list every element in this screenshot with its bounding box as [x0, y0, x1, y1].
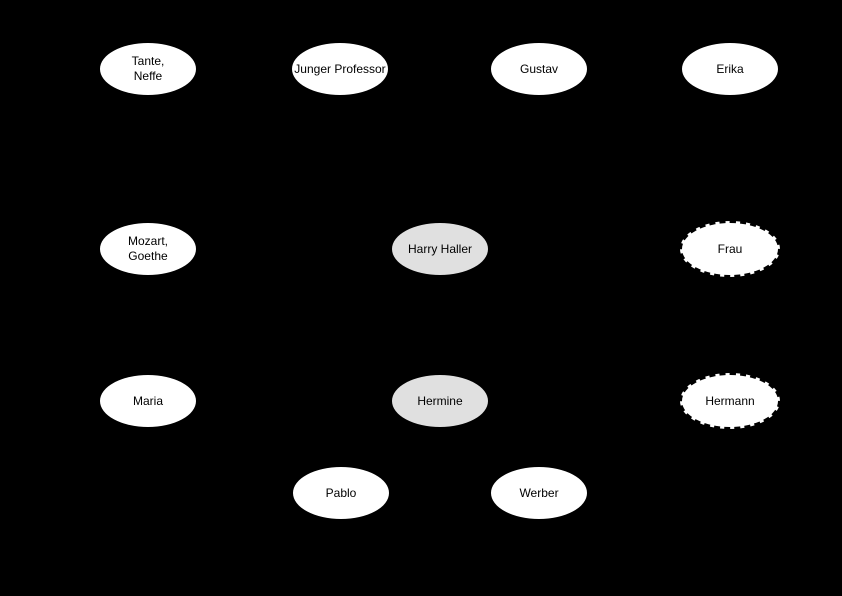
- node-label: Gustav: [519, 61, 558, 76]
- node-label: Hermine: [417, 393, 463, 408]
- node-gustav: Gustav: [489, 41, 589, 97]
- node-label: Werber: [519, 485, 559, 500]
- node-hermine: Hermine: [390, 373, 490, 429]
- node-hermann: Hermann: [680, 373, 780, 429]
- node-junger-professor: Junger Professor: [290, 41, 390, 97]
- node-mozart-goethe: Mozart, Goethe: [98, 221, 198, 277]
- node-tante-neffe: Tante, Neffe: [98, 41, 198, 97]
- node-label: Mozart, Goethe: [127, 234, 168, 263]
- node-label: Tante, Neffe: [131, 54, 165, 83]
- node-label: Harry Haller: [407, 241, 472, 256]
- node-label: Erika: [716, 61, 744, 76]
- node-harry-haller: Harry Haller: [390, 221, 490, 277]
- node-erika: Erika: [680, 41, 780, 97]
- node-pablo: Pablo: [291, 465, 391, 521]
- node-frau: Frau: [680, 221, 780, 277]
- node-werber: Werber: [489, 465, 589, 521]
- node-label: Maria: [132, 393, 163, 408]
- node-label: Junger Professor: [294, 61, 386, 76]
- node-label: Pablo: [325, 485, 357, 500]
- node-label: Hermann: [705, 393, 755, 408]
- node-label: Frau: [717, 241, 743, 256]
- node-maria: Maria: [98, 373, 198, 429]
